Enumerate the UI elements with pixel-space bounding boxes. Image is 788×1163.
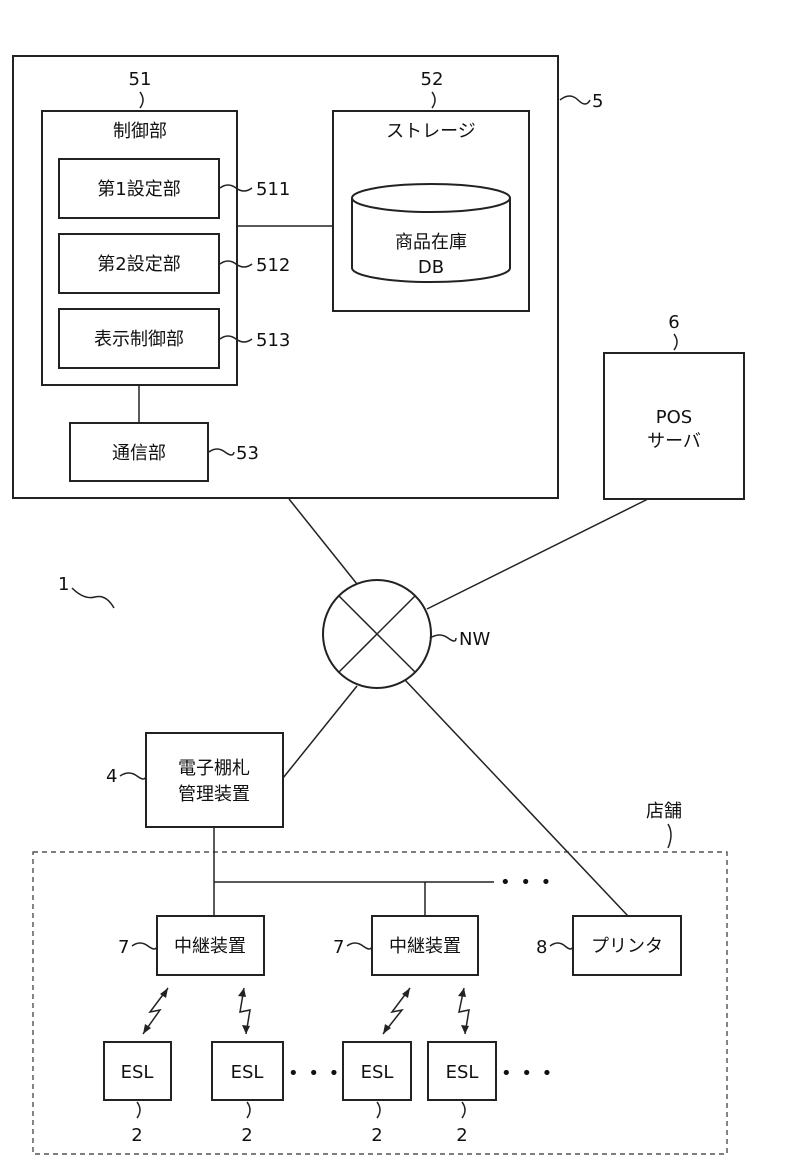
setting-unit-2-label: 第2設定部 xyxy=(97,254,180,275)
esl-1-label: ESL xyxy=(121,1062,154,1083)
relay-1-label: 中継装置 xyxy=(174,936,246,957)
esl-4-label: ESL xyxy=(446,1062,479,1083)
storage-label: ストレージ xyxy=(386,121,476,142)
control-unit-label: 制御部 xyxy=(113,121,167,142)
system-ref: 1 xyxy=(58,574,69,595)
esl-3-ref: 2 xyxy=(371,1125,382,1146)
setting-unit-1-label: 第1設定部 xyxy=(97,179,180,200)
pos-network-link xyxy=(427,499,648,609)
pos-server-ref-leader xyxy=(674,334,677,350)
db-label-line2: DB xyxy=(418,257,444,278)
relay-2-ref: 7 xyxy=(333,937,344,958)
esl-manager-line1: 電子棚札 xyxy=(178,758,250,779)
system-ref-leader xyxy=(72,588,114,608)
esl-3-leader xyxy=(377,1102,380,1118)
esl-manager-line2: 管理装置 xyxy=(178,784,250,805)
pos-server-ref: 6 xyxy=(668,312,679,333)
wireless-link-1 xyxy=(143,988,168,1034)
network-label: NW xyxy=(459,629,490,650)
server-ref: 5 xyxy=(592,91,603,112)
storage-ref: 52 xyxy=(421,69,444,90)
wireless-link-3 xyxy=(383,988,410,1034)
esl-ellipsis-2: • • • xyxy=(501,1063,554,1084)
esl-3-label: ESL xyxy=(361,1062,394,1083)
manager-network-link xyxy=(283,686,357,778)
relay-1-ref: 7 xyxy=(118,937,129,958)
comm-unit-label: 通信部 xyxy=(112,443,166,464)
esl-2-label: ESL xyxy=(231,1062,264,1083)
comm-unit-ref: 53 xyxy=(236,443,259,464)
server-ref-leader xyxy=(560,96,590,104)
relay-2-label: 中継装置 xyxy=(389,936,461,957)
display-control-ref: 513 xyxy=(256,330,290,351)
esl-manager-leader xyxy=(120,773,146,779)
relay-1-leader xyxy=(132,943,157,949)
store-leader xyxy=(668,824,671,848)
wireless-link-2 xyxy=(238,988,250,1034)
esl-ellipsis-1: • • • xyxy=(288,1063,341,1084)
network-leader xyxy=(430,635,456,641)
display-control-label: 表示制御部 xyxy=(94,329,184,350)
server-network-link xyxy=(289,499,357,584)
esl-1-ref: 2 xyxy=(131,1125,142,1146)
esl-manager-box xyxy=(146,733,283,827)
esl-4-leader xyxy=(462,1102,465,1118)
setting-unit-1-ref: 511 xyxy=(256,179,290,200)
pos-server-line1: POS xyxy=(656,407,692,428)
printer-ref: 8 xyxy=(536,937,547,958)
printer-leader xyxy=(550,943,573,949)
esl-2-ref: 2 xyxy=(241,1125,252,1146)
printer-label: プリンタ xyxy=(591,936,663,957)
esl-manager-ref: 4 xyxy=(106,766,117,787)
wireless-link-4 xyxy=(458,988,469,1034)
esl-2-leader xyxy=(247,1102,250,1118)
esl-1-leader xyxy=(137,1102,140,1118)
esl-4-ref: 2 xyxy=(456,1125,467,1146)
relay-2-leader xyxy=(347,943,372,949)
pos-server-line2: サーバ xyxy=(647,431,701,452)
bus-ellipsis: • • • xyxy=(500,872,553,893)
store-label: 店舗 xyxy=(646,801,682,822)
db-label-line1: 商品在庫 xyxy=(395,232,467,253)
setting-unit-2-ref: 512 xyxy=(256,255,290,276)
control-unit-ref: 51 xyxy=(129,69,152,90)
db-cylinder-top xyxy=(352,184,510,212)
